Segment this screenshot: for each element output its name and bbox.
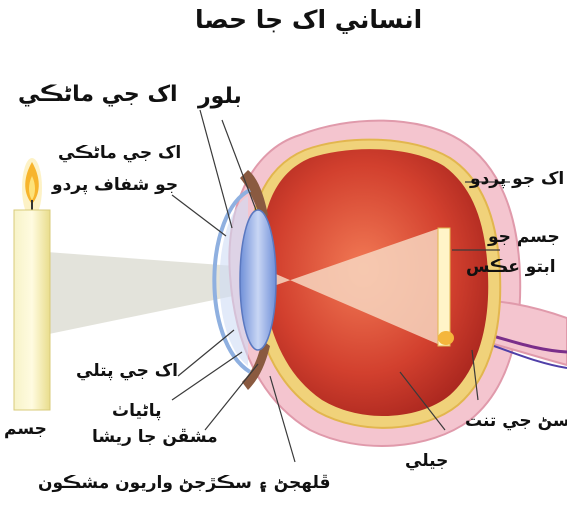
label-ciliary-muscles: ڦلهجڻ ۽ سڪڙجڻ واريون مشڪون: [38, 474, 331, 494]
label-vitreous-jelly: جيلي: [405, 452, 448, 472]
label-muscle-fibres-line1: پاڻياٺ: [112, 402, 162, 422]
diagram-title: انساني اک جا حصا: [195, 6, 422, 35]
label-image-line2: ابتو عڪس: [466, 258, 556, 278]
label-object: جسم: [4, 420, 47, 440]
label-retina: اک جو پردو: [470, 170, 564, 190]
label-lens: بلور: [198, 84, 242, 109]
label-image-line1: جسم جو: [488, 228, 560, 248]
label-muscle-fibres-line2: مشڦن جا ريشا: [92, 428, 218, 448]
candle-icon: [14, 158, 50, 410]
label-optic-nerve: ڏسڻ جي تنت: [465, 412, 567, 432]
retina-image: [438, 228, 450, 346]
blind-spot: [438, 331, 454, 345]
crystalline-lens: [240, 210, 276, 350]
label-cornea-membrane-line2: جو شفاف پردو: [52, 176, 178, 196]
label-cornea: اک جي ماڻڪي: [18, 82, 178, 107]
label-cornea-membrane-line1: اک جي ماڻڪي: [58, 144, 181, 164]
label-iris: اک جي پتلي: [76, 362, 178, 382]
